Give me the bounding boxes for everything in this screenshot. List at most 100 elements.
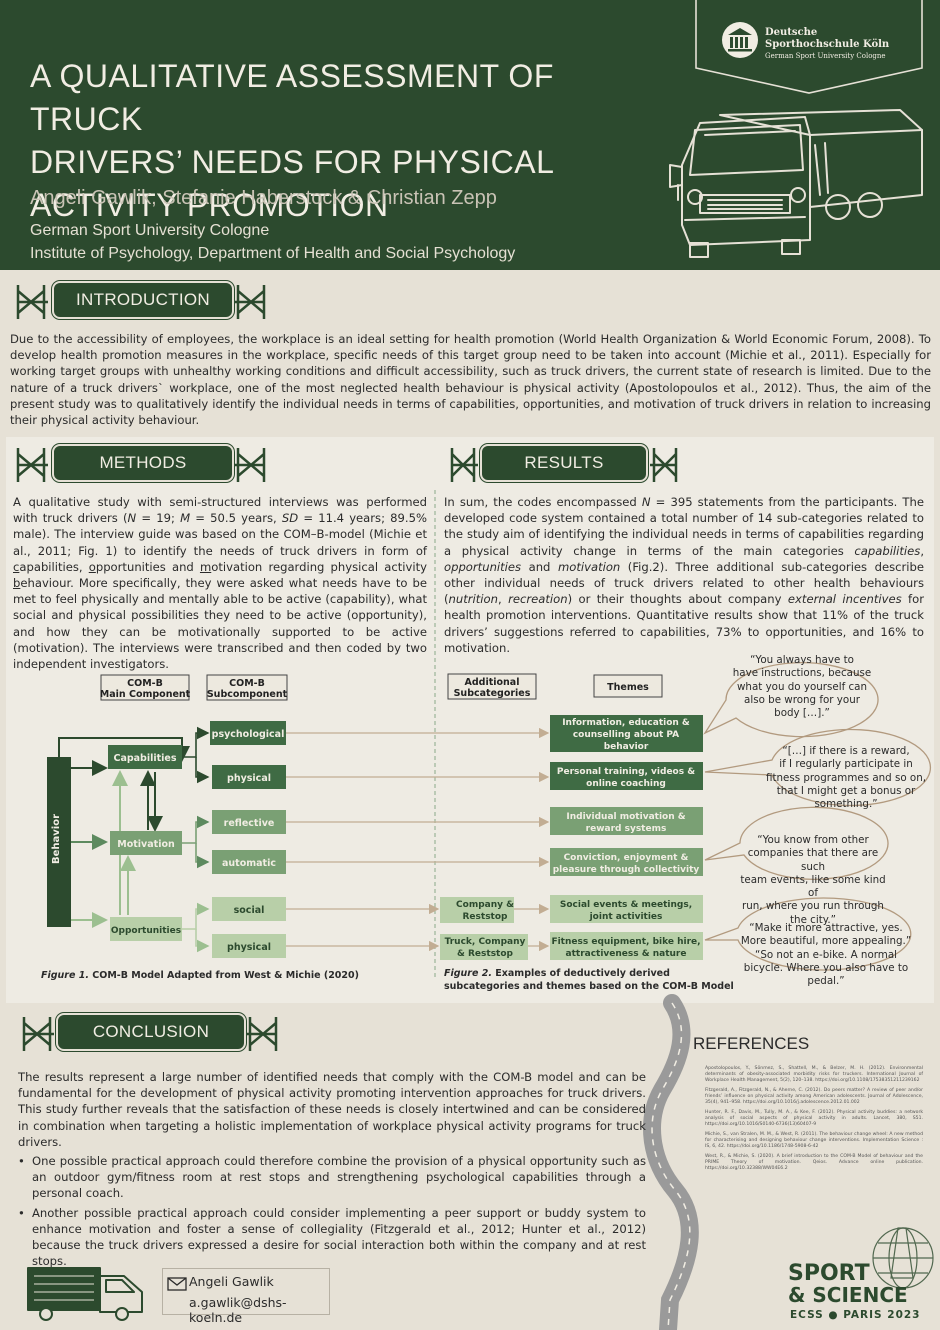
quote-line: “So not an e-bike. A normal xyxy=(754,948,897,961)
section-bar-icon xyxy=(450,448,678,482)
sub-label: automatic xyxy=(222,858,276,869)
speech-bubble xyxy=(704,728,932,807)
quote-line: what you do yourself can xyxy=(737,680,867,693)
quote-line: pedal.” xyxy=(807,975,845,988)
connector xyxy=(182,902,210,930)
section-bar-icon xyxy=(22,1017,278,1051)
capabilities-label: Capabilities xyxy=(113,753,176,764)
results-text: In sum, the codes encompassed N = 395 st… xyxy=(444,495,924,655)
theme-fitness-equipment: Fitness equipment, bike hire, attractive… xyxy=(550,932,703,960)
authors: Angeli Gawlik, Stefanie Haberstock & Chr… xyxy=(30,187,497,209)
theme-label: behavior xyxy=(604,742,649,752)
results-header: RESULTS xyxy=(448,444,680,486)
introduction-heading: INTRODUCTION xyxy=(54,283,232,317)
opportunities-label: Opportunities xyxy=(111,926,181,936)
quote-line: the city.” xyxy=(790,913,836,926)
mail-icon xyxy=(167,1277,187,1291)
figure-caption-text: Examples of deductively derived xyxy=(491,968,670,979)
sub-social: social xyxy=(212,897,286,921)
figure-caption-text: subcategories and themes based on the CO… xyxy=(444,981,734,992)
quote-line: also be wrong for your xyxy=(744,693,860,706)
reference-item: Fitzgerald, A., Fitzgerald, N., & Aherne… xyxy=(705,1088,923,1105)
figure-label: Figure 2. xyxy=(444,968,492,979)
speech-bubble xyxy=(704,806,889,880)
quote-line: More beautiful, more appealing.” xyxy=(740,935,912,948)
quote-line: something.” xyxy=(814,798,878,811)
quote-4: “Make it more attractive, yes. More beau… xyxy=(736,922,916,988)
quote-3: “You know from other companies that ther… xyxy=(737,834,889,927)
poster-title: A QUALITATIVE ASSESSMENT OF TRUCK DRIVER… xyxy=(30,55,670,227)
title-line: DRIVERS’ NEEDS FOR PHYSICAL xyxy=(30,144,555,180)
contact-email[interactable]: a.gawlik@dshs-koeln.de xyxy=(189,1295,287,1325)
sub-label: social xyxy=(234,905,265,916)
conclusion-bullet: Another possible practical approach coul… xyxy=(18,1205,646,1270)
speech-bubble xyxy=(703,662,879,738)
column-divider xyxy=(434,490,436,980)
theme-label: Individual motivation & xyxy=(566,812,685,822)
references-heading: REFERENCES xyxy=(693,1034,810,1053)
theme-label: Personal training, videos & xyxy=(557,767,695,777)
motivation-box: Motivation xyxy=(110,831,182,855)
figure-2-caption: Figure 2. Examples of deductively derive… xyxy=(444,967,734,993)
quote-line: “You always have to xyxy=(750,654,854,666)
capabilities-box: Capabilities xyxy=(108,745,182,769)
speech-bubble xyxy=(704,897,912,971)
theme-label: Fitness equipment, bike hire, xyxy=(551,937,700,947)
quote-line: companies that there are such xyxy=(747,847,879,873)
column-header-text: Subcomponent xyxy=(207,689,288,700)
conclusion-header: CONCLUSION xyxy=(20,1013,280,1055)
speech-bubbles xyxy=(703,662,932,971)
reference-item: West, R., & Michie, S. (2020). A brief i… xyxy=(705,1154,923,1171)
figure-label: Figure 1. xyxy=(41,970,89,981)
references-list: Apostolopoulos, Y., Sönmez, S., Shattell… xyxy=(705,1066,923,1176)
column-header-themes: Themes xyxy=(593,674,663,698)
theme-label: counselling about PA xyxy=(573,730,679,740)
affiliation-university: German Sport University Cologne xyxy=(30,222,270,239)
sport-science-logo: SPORT & SCIENCE ECSS ● PARIS 2023 xyxy=(788,1227,934,1321)
truck-sketch-icon xyxy=(669,109,923,258)
column-header-text: COM-B xyxy=(127,678,163,689)
university-logo-badge xyxy=(695,0,923,94)
quote-line: if I regularly participate in xyxy=(779,758,913,771)
additional-label: Reststop xyxy=(463,912,509,922)
conclusion-heading: CONCLUSION xyxy=(58,1015,244,1049)
quote-line: run, where you run through xyxy=(742,900,884,913)
conclusion-bullet: One possible practical approach could th… xyxy=(18,1153,646,1202)
quote-line: team events, like some kind of xyxy=(740,873,886,900)
reference-item: Apostolopoulos, Y., Sönmez, S., Shattell… xyxy=(705,1066,923,1083)
motivation-label: Motivation xyxy=(117,839,175,850)
affiliation-institute: Institute of Psychology, Department of H… xyxy=(30,245,516,262)
sub-label: physical xyxy=(227,942,271,953)
section-bar-icon xyxy=(16,285,266,319)
quote-line: that I might get a bonus or xyxy=(776,784,916,797)
quote-1: “You always have to have instructions, b… xyxy=(726,654,878,720)
theme-label: Social events & meetings, xyxy=(560,900,692,910)
introduction-header: INTRODUCTION xyxy=(14,281,268,323)
theme-label: reward systems xyxy=(586,824,667,834)
conference-line: & SCIENCE xyxy=(788,1283,908,1307)
theme-information: Information, education & counselling abo… xyxy=(550,715,703,752)
conference-line: SPORT xyxy=(788,1261,870,1286)
methods-text: A qualitative study with semi-structured… xyxy=(13,495,427,672)
logo-line: German Sport University Cologne xyxy=(765,52,886,60)
quote-line: fitness programmes and so on, xyxy=(765,771,927,784)
column-header-text: COM-B xyxy=(229,678,265,689)
additional-truck-company-reststop: Truck, Company & Reststop xyxy=(440,934,528,960)
theme-label: Conviction, enjoyment & xyxy=(564,853,689,863)
figure-1-caption: Figure 1. COM-B Model Adapted from West … xyxy=(41,969,421,982)
title-line: A QUALITATIVE ASSESSMENT OF TRUCK xyxy=(30,58,554,137)
theme-individual-motivation: Individual motivation & reward systems xyxy=(550,807,703,835)
behavior-box: Behavior xyxy=(47,757,71,927)
connector xyxy=(182,726,210,758)
theme-conviction: Conviction, enjoyment & pleasure through… xyxy=(550,848,703,876)
column-header-additional: Additional Subcategories xyxy=(447,673,537,700)
reference-item: Hunter, R. F., Davis, M., Tully, M. A., … xyxy=(705,1110,923,1127)
sub-psychological: psychological xyxy=(210,721,286,745)
opportunities-box: Opportunities xyxy=(110,917,182,941)
conclusion-text: The results represent a large number of … xyxy=(18,1070,646,1149)
quote-2: “[…] if there is a reward, if I regularl… xyxy=(764,745,928,811)
additional-company-reststop: Company & Reststop xyxy=(440,897,514,923)
road-dashes xyxy=(651,1002,691,1330)
truck-icon xyxy=(27,1267,143,1321)
connector xyxy=(195,757,210,784)
